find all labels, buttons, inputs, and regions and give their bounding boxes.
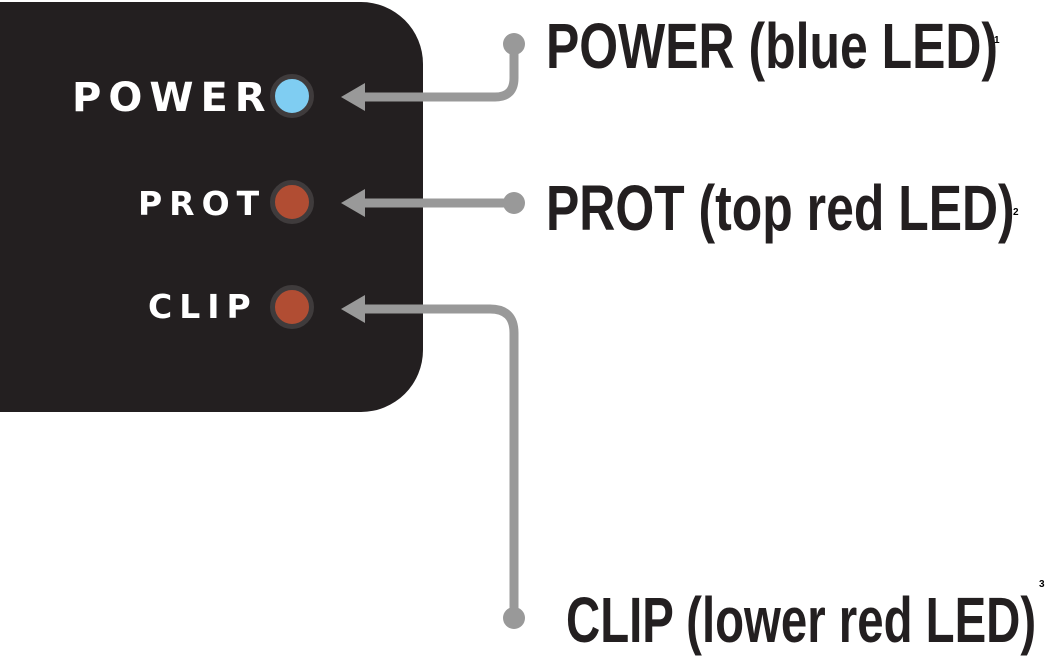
power-led-icon <box>270 74 314 118</box>
panel-label-clip: CLIP <box>148 287 258 326</box>
clip-connector-line <box>357 304 519 623</box>
note-prot: 2 <box>1013 207 1019 218</box>
callout-power: POWER (blue LED) <box>546 10 999 82</box>
panel-label-prot: PROT <box>138 184 267 223</box>
prot-led-icon <box>270 180 314 224</box>
power-connector-line <box>357 39 519 102</box>
prot-dot-icon <box>503 192 525 214</box>
clip-arrowhead-icon <box>341 295 365 323</box>
callout-clip: CLIP (lower red LED) <box>566 584 1037 656</box>
note-power: 1 <box>994 35 1000 46</box>
callout-prot: PROT (top red LED) <box>546 172 1015 244</box>
power-arrowhead-icon <box>341 83 365 111</box>
note-clip: 3 <box>1039 579 1045 590</box>
prot-arrowhead-icon <box>341 189 365 217</box>
clip-led-icon <box>270 285 314 329</box>
clip-dot-icon <box>503 607 525 629</box>
power-dot-icon <box>503 33 525 55</box>
panel-label-power: POWER <box>72 75 273 121</box>
